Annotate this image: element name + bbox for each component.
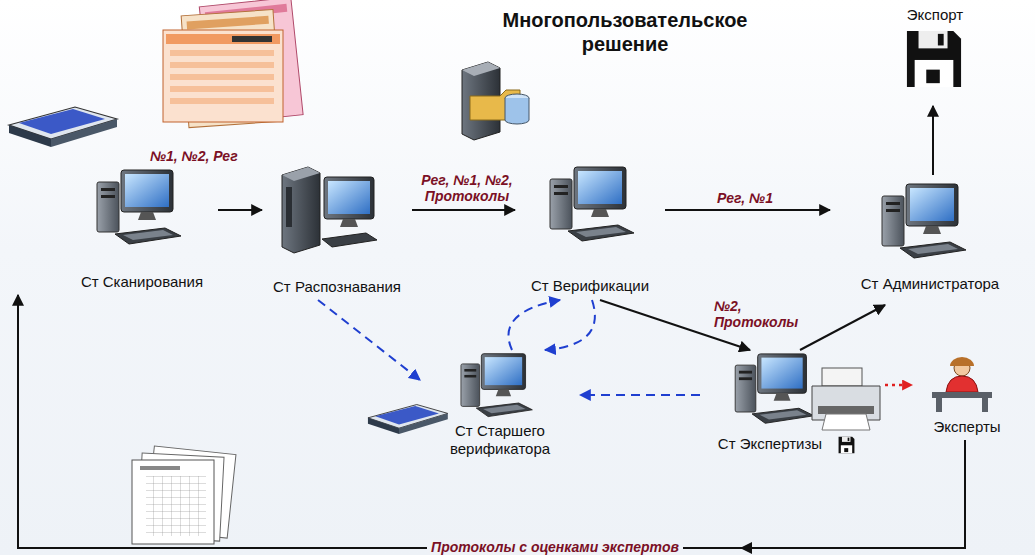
flow-connector [580, 394, 700, 396]
station-label: Ст Распознавания [262, 278, 412, 296]
flow-connector [885, 384, 912, 387]
edge-label: Рег, №1 [690, 190, 800, 206]
station-node: Ст Администратора [830, 175, 1030, 305]
edge-label: №2, Протоколы [714, 298, 810, 330]
computer-icon [882, 184, 966, 258]
flow-connector [412, 209, 515, 211]
station-label: Эксперты [912, 418, 1022, 436]
database-server [462, 62, 529, 140]
edge-label-text: Рег, №1, №2, Протоколы [421, 172, 512, 204]
scanner-icon [9, 107, 117, 147]
expert-icon [932, 357, 992, 412]
station-label: Ст Старшего верификатора [420, 422, 580, 458]
edge-label-text: №2, Протоколы [714, 298, 798, 330]
printer-icon [812, 368, 880, 430]
station-label: Ст Сканирования [68, 273, 216, 291]
station-node: Ст Распознавания [262, 160, 412, 300]
computer-icon [97, 170, 181, 244]
station-node: Ст Верификации [515, 160, 665, 300]
flow-connector [932, 106, 934, 175]
computer-icon [461, 354, 532, 417]
flow-connector [508, 300, 560, 350]
scanner-icon [368, 405, 448, 435]
station-label: Ст Администратора [830, 275, 1030, 293]
computer-icon [550, 167, 634, 241]
flow-connector [318, 300, 420, 380]
server-icon [282, 167, 377, 253]
edge-label: Протоколы с оценками экспертов [395, 539, 715, 555]
station-node: Ст Экспертизы [700, 350, 885, 460]
flow-connector [800, 305, 885, 350]
document-stack [132, 446, 236, 544]
diagram-title: Многопользовательское решение [480, 8, 770, 56]
station-node: Ст Старшего верификатора [420, 350, 580, 475]
station-node: Эксперты [912, 355, 1022, 440]
flow-connector [545, 300, 595, 350]
form-stack [163, 0, 303, 128]
station-label: Ст Верификации [515, 277, 665, 295]
station-node: Экспорт [895, 4, 975, 106]
flow-connector [218, 209, 262, 211]
computer-icon [735, 354, 814, 423]
flow-connector [18, 295, 965, 548]
edge-label-text: Протоколы с оценками экспертов [427, 539, 683, 555]
station-label: Экспорт [895, 6, 975, 24]
floppy-icon [839, 437, 855, 453]
floppy-icon [907, 31, 961, 87]
edge-label-text: Рег, №1 [717, 190, 773, 206]
station-label: Ст Экспертизы [700, 435, 840, 453]
form-label: №1, №2, Рег [150, 148, 290, 164]
edge-label: Рег, №1, №2, Протоколы [408, 172, 526, 204]
station-node: Ст Сканирования [8, 95, 218, 295]
flow-connector [665, 209, 830, 211]
